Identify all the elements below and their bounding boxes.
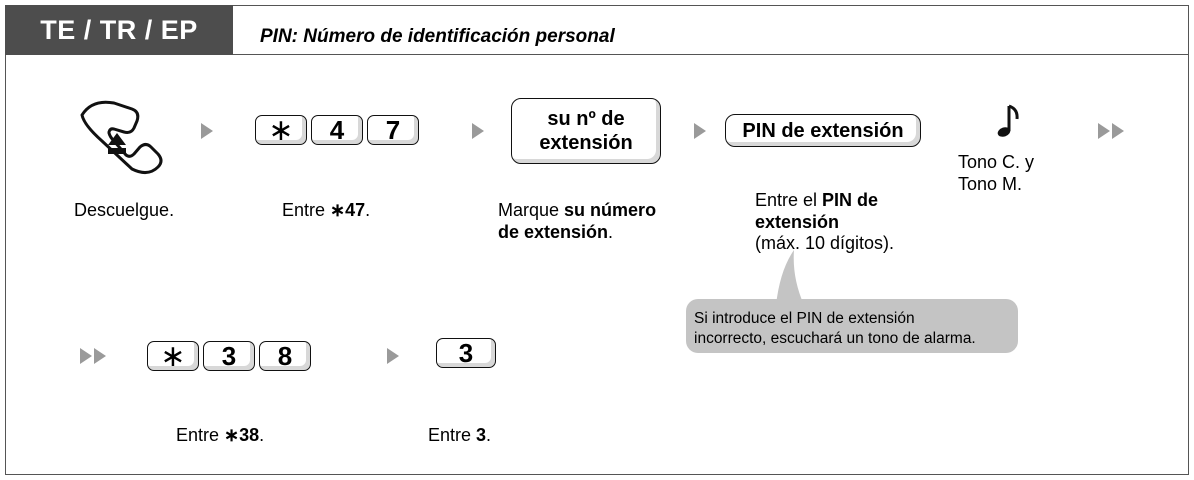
step-caption: Descuelgue. <box>74 200 175 220</box>
caption-text: Tono C. y <box>958 152 1035 172</box>
caption-text: . <box>608 221 614 242</box>
digit-key: 7 <box>367 115 419 145</box>
star-key: ∗ <box>147 340 199 373</box>
step-caption: Entre ∗38. <box>176 425 264 447</box>
continue-arrow <box>1098 123 1124 139</box>
key-sequence-3: 3 <box>436 338 496 368</box>
star-key: ∗ <box>255 114 307 147</box>
callout-line: incorrecto, escuchará un tono de alarma. <box>694 330 976 348</box>
digit-key: 3 <box>203 341 255 371</box>
key-sequence-47: ∗ 4 7 <box>255 114 419 147</box>
caption-bold: 3 <box>476 425 487 445</box>
step-arrow <box>387 348 399 364</box>
step-caption: Tono C. y Tono M. <box>958 152 1034 195</box>
step-caption: Marque su número de extensión. <box>498 200 656 243</box>
caption-text: Tono M. <box>958 173 1023 194</box>
step-arrow <box>472 123 484 139</box>
star-symbol: ∗ <box>330 200 346 220</box>
callout-line: Si introduce el PIN de extensión <box>694 310 915 327</box>
caption-text: Entre <box>176 425 225 445</box>
caption-bold: 38 <box>239 425 260 445</box>
header-rule <box>233 54 1189 55</box>
extension-number-box: su nº de extensión <box>511 98 661 164</box>
extension-box-line: extensión <box>539 132 633 154</box>
caption-text: . <box>259 425 265 445</box>
caption-text: . <box>486 425 492 445</box>
page-subtitle: PIN: Número de identificación personal <box>260 26 615 47</box>
diagram-frame <box>5 5 1189 475</box>
caption-bold: 47 <box>345 200 366 220</box>
extension-pin-box: PIN de extensión <box>725 114 921 147</box>
step-caption: Entre ∗47. <box>282 200 370 222</box>
step-caption: Entre 3. <box>428 425 491 447</box>
extension-box-line: su nº de <box>547 108 625 130</box>
digit-key: 8 <box>259 341 311 371</box>
caption-bold: de extensión <box>498 221 609 242</box>
caption-text: Entre <box>428 425 477 445</box>
callout-tail <box>776 250 804 305</box>
caption-text: Entre <box>282 200 331 220</box>
off-hook-handset-icon <box>80 100 163 174</box>
caption-text: (máx. 10 dígitos). <box>755 233 895 254</box>
terminal-type-tag: TE / TR / EP <box>5 5 233 55</box>
caption-bold: extensión <box>755 211 840 232</box>
caption-text: Marque <box>498 200 565 220</box>
digit-key: 3 <box>436 338 496 368</box>
caption-text: . <box>365 200 371 220</box>
caption-bold: PIN de <box>822 190 879 210</box>
key-sequence-38: ∗ 3 8 <box>147 340 311 373</box>
caption-bold: su número <box>564 200 657 220</box>
digit-key: 4 <box>311 115 363 145</box>
music-note-icon <box>997 104 1019 137</box>
warning-callout: Si introduce el PIN de extensión incorre… <box>686 299 1018 353</box>
step-arrow <box>201 123 213 139</box>
caption-text: Entre el <box>755 190 823 210</box>
continue-arrow <box>80 348 106 364</box>
star-symbol: ∗ <box>224 425 240 445</box>
step-arrow <box>694 123 706 139</box>
step-caption: Entre el PIN de extensión (máx. 10 dígit… <box>755 190 894 255</box>
